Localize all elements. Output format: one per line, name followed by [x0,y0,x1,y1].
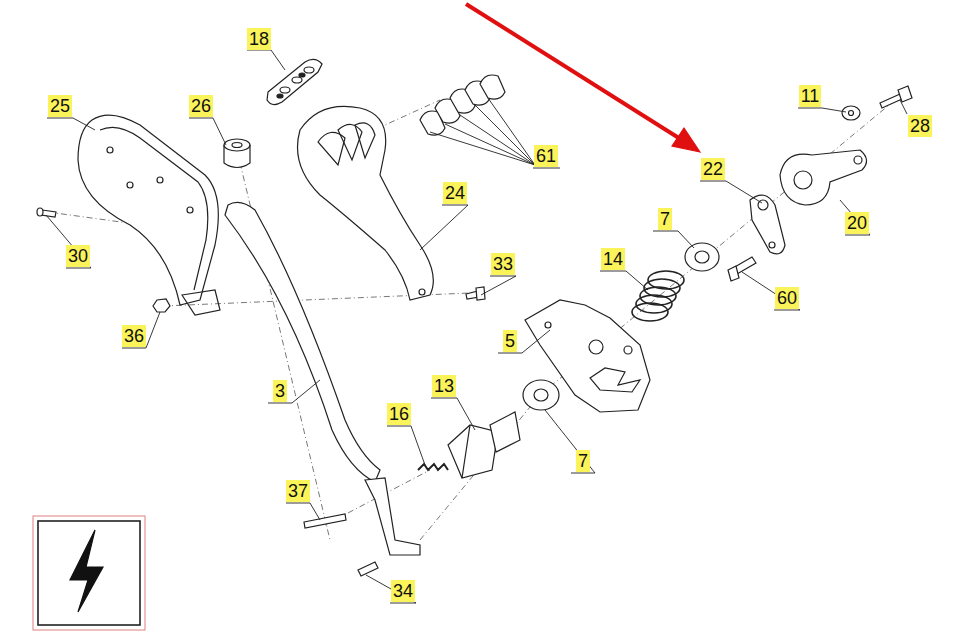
callout-number: 37 [286,480,310,502]
button-pad [267,59,322,104]
detent-block [448,412,520,478]
leader-lines [46,50,907,603]
callout-number: 20 [845,212,869,234]
small-spring [418,464,448,470]
callout-number: 25 [48,95,72,117]
callout-number: 26 [189,95,213,117]
callout-number: 5 [503,330,517,352]
callout-number: 60 [775,287,799,309]
callout-number: 13 [432,375,456,397]
callout-number: 3 [273,380,287,402]
callout-number: 22 [701,158,725,180]
bolt [728,257,756,281]
callout-number: 16 [387,403,411,425]
callout-number: 30 [66,245,90,267]
callout-number: 7 [658,208,672,230]
sleeve [224,139,250,168]
housing-shell [78,115,220,315]
cam-plate [750,195,785,254]
washer [842,106,860,120]
electric-symbol [33,516,145,630]
lever-arm [780,150,867,205]
grip-handle [298,106,434,300]
callout-number: 18 [247,28,271,50]
callout-number: 28 [908,115,932,137]
callout-number: 24 [443,182,467,204]
callout-number: 61 [534,145,558,167]
coil-spring [632,271,684,321]
washer [523,243,719,410]
push-buttons [420,75,505,135]
gate-plate [525,300,650,412]
callout-number: 34 [391,580,415,602]
pointer-arrow [466,4,700,152]
callout-number: 11 [799,85,822,107]
lever-rod [225,202,420,555]
bolt [880,86,912,108]
callout-number: 14 [601,248,625,270]
callout-number: 7 [576,450,590,472]
callout-number: 36 [122,325,146,347]
callout-number: 33 [491,253,515,275]
